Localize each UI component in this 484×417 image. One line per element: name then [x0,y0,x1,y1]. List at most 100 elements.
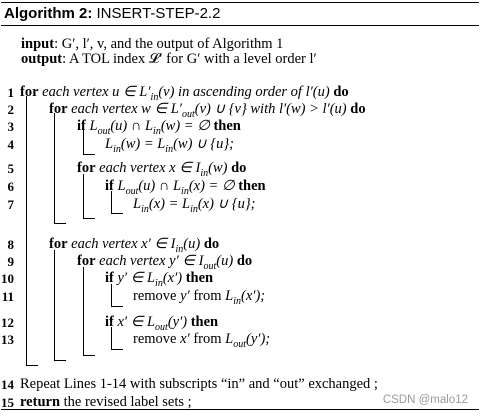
line-6-part: out [125,185,139,197]
line-8-part: (u) [183,236,204,252]
algorithm-line-13: remove x′ from Lout(y′); [133,331,270,353]
algorithm-line-9: for each vertex y′ ∈ Iout(u) do [77,253,252,275]
block-bar-line-10 [111,284,113,306]
line-6-part: (u) ∩ L [138,178,182,194]
line-number: 1 [7,85,15,100]
line-number: 11 [1,289,14,304]
line-4-part: L [105,136,114,152]
algorithm-line-8: for each vertex x′ ∈ Iin(u) do [49,236,219,258]
line-5-part: each vertex x ∈ I [95,160,201,176]
block-bar-line-8 [54,250,56,360]
algorithm-line-11: remove y′ from Lin(x′); [133,288,265,310]
line-1-part: do [333,84,349,100]
algorithm-line-10: if y′ ∈ Lin(x′) then [105,270,213,292]
block-bar-line-9 [83,267,85,355]
line-1-part: in [150,91,159,103]
line-2-part: out [181,108,195,120]
line-12-part: then [190,314,219,330]
block-end-line-8 [54,360,66,362]
algorithm-line-3: if Lout(u) ∩ Lin(w) = ∅ then [77,118,241,140]
line-10-part: in [155,277,163,289]
line-number: 7 [7,197,15,212]
line-10-part: then [185,270,214,286]
line-11-part: (x′); [241,288,266,304]
block-end-line-12 [111,349,123,351]
line-11-part: L [225,288,234,304]
line-number: 10 [1,271,14,286]
line-4-part: (w) = L [120,136,166,152]
block-end-line-10 [111,306,123,308]
block-end-line-5 [83,218,95,220]
algorithm-name: INSERT-STEP-2.2 [96,5,221,22]
line-8-part: in [175,243,184,255]
algorithm-header: Algorithm 2: INSERT-STEP-2.2 [4,5,220,22]
line-7-part: (x) = L [148,196,191,212]
line-7-part: L [133,196,142,212]
output-keyword: output [21,51,63,67]
block-end-line-1 [26,365,38,367]
line-10-part: if [105,270,118,286]
line-number: 15 [1,395,14,410]
line-9-part: out [203,260,217,272]
line-7-part: in [190,203,198,215]
algorithm-line-12: if x′ ∈ Lout(y′) then [105,314,218,336]
line-13-part: out [233,338,247,350]
line-number: 9 [7,254,15,269]
line-3-part: out [97,125,111,137]
line-7-part: in [141,203,149,215]
line-12-part: if [105,314,118,330]
line-13-part: (y′); [246,331,271,347]
line-2-part: each vertex w ∈ L′ [67,101,182,117]
line-number: 13 [1,332,14,347]
line-13-part: x′ [180,331,190,347]
line-2-part: (v) ∪ {v} with l′(w) > l′(u) [194,101,351,117]
algorithm-line-4: Lin(w) = Lin(w) ∪ {u}; [105,136,234,158]
line-15-part: the revised label sets ; [60,394,192,410]
algorithm-line-14: Repeat Lines 1-14 with subscripts “in” a… [20,376,378,393]
header-rule [1,25,479,27]
line-4-part: in [165,143,174,155]
line-5-part: do [231,160,247,176]
bottom-rule [1,409,479,411]
line-3-part: if [77,118,90,134]
block-bar-line-12 [111,327,113,349]
line-2-part: for [49,101,68,117]
output-line: output: A TOL index 𝓛′ for G′ with a lev… [21,51,317,68]
line-13-part: remove [133,331,181,347]
line-9-part: do [236,253,253,269]
block-end-line-2 [54,223,66,225]
input-keyword: input [21,36,55,52]
line-1-part: (v) in ascending order of l′(u) [158,84,334,100]
line-4-part: (w) ∪ {u}; [173,136,234,152]
line-1-part: each vertex u ∈ L′ [38,84,151,100]
line-5-part: (w) [208,160,232,176]
line-number: 14 [1,377,14,392]
line-6-part: if [105,178,118,194]
algorithm-box: Algorithm 2: INSERT-STEP-2.2 input: G′, … [1,2,479,411]
line-6-part: then [238,178,266,194]
line-4-part: in [113,143,121,155]
line-number: 3 [7,119,15,134]
line-10-part: (x′) [162,270,186,286]
block-bar-line-3 [83,130,85,154]
output-text: : A TOL index 𝓛′ for G′ with a level ord… [62,51,317,67]
input-text: : G′, l′, v, and the output of Algorithm… [54,36,284,52]
line-9-part: each vertex y′ ∈ I [95,253,204,269]
block-bar-line-6 [111,191,113,213]
line-11-part: from [189,288,226,304]
algorithm-line-7: Lin(x) = Lin(x) ∪ {u}; [133,196,255,218]
watermark: CSDN @malo12 [382,394,468,406]
line-11-part: in [233,295,242,307]
line-12-part: (y′) [167,314,191,330]
line-3-part: (w) = ∅ [160,118,214,134]
line-6-part: in [181,185,189,197]
line-13-part: from [189,331,226,347]
block-end-line-6 [111,213,123,215]
input-line: input: G′, l′, v, and the output of Algo… [21,36,283,53]
line-7-part: (x) ∪ {u}; [197,196,256,212]
block-end-line-9 [83,355,95,357]
line-3-part: (u) ∩ L [110,118,154,134]
line-number: 5 [7,161,15,176]
line-3-part: L [89,118,98,134]
line-14-part: Repeat Lines 1-14 with subscripts “in” a… [20,376,378,392]
